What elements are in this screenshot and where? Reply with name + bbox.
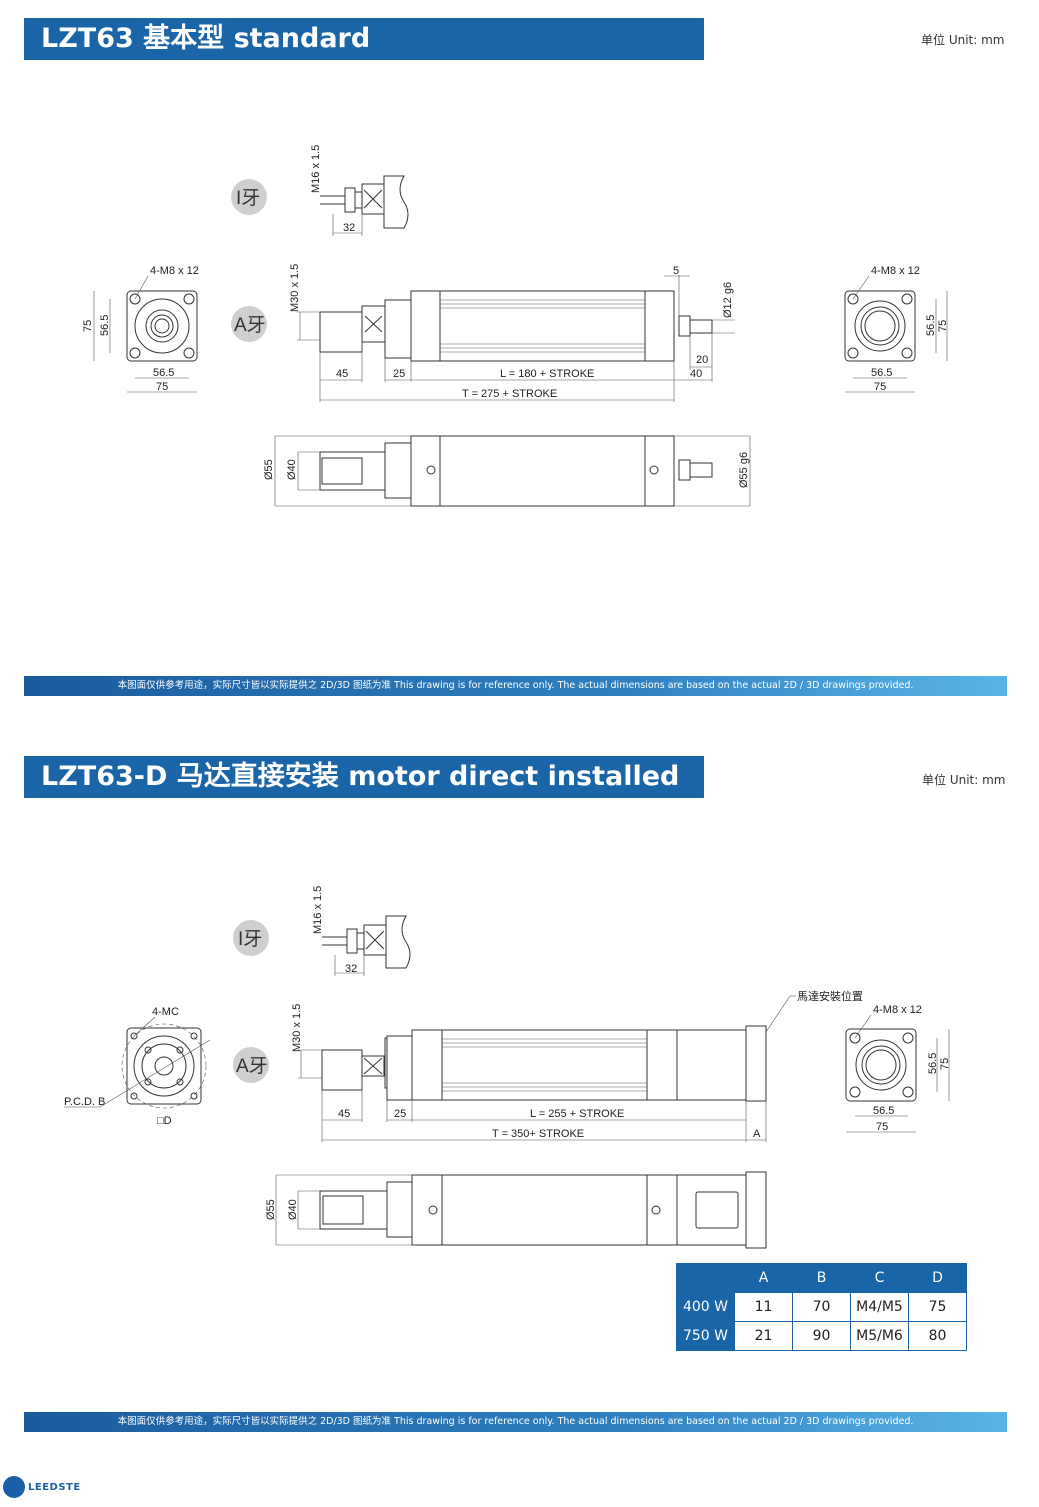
motor-spec-table: A B C D 400 W 11 70 M4/M5 75 750 W 21 90…: [676, 1263, 967, 1351]
dim-label: Ø55: [263, 459, 275, 480]
dim-label: Ø12 g6: [722, 282, 734, 318]
dim-label: 45: [338, 1108, 350, 1120]
table-header-row: A B C D: [676, 1263, 967, 1293]
table-cell: 90: [792, 1321, 851, 1351]
dim-label: 56.5: [927, 1053, 939, 1074]
disclaimer-banner: 本图面仅供参考用途，实际尺寸皆以实际提供之 2D/3D 图纸为准 This dr…: [24, 1412, 1007, 1432]
dim-label: Ø40: [286, 459, 298, 480]
dim-label: L = 255 + STROKE: [530, 1108, 624, 1120]
dim-label: 75: [939, 1058, 951, 1070]
dim-label: M30 x 1.5: [289, 264, 301, 312]
dim-label: 40: [690, 368, 702, 380]
table-cell: 21: [734, 1321, 793, 1351]
dim-label: 25: [394, 1108, 406, 1120]
table-cell: 80: [908, 1321, 967, 1351]
table-cell: M4/M5: [850, 1292, 909, 1322]
dim-label: 75: [82, 320, 94, 332]
table-cell: 750 W: [676, 1321, 735, 1351]
dim-label: 75: [874, 381, 886, 393]
rear-end-view: 4-M8 x 12 56.5 75 56.5 75: [844, 265, 949, 393]
top-view: Ø55 Ø40 Ø55 g6: [263, 435, 751, 507]
dim-label: Ø55: [265, 1199, 277, 1220]
drawing-motor-direct: I牙 A牙 32 M16 x 1.5 馬達安裝位置 M30 x 1.5 45 2…: [64, 886, 951, 1249]
dim-label: 75: [937, 320, 949, 332]
i-thread-view: 32 M16 x 1.5: [310, 145, 409, 236]
dim-label: 75: [876, 1121, 888, 1133]
thread-badge: [231, 306, 267, 342]
dim-label: 45: [336, 368, 348, 380]
top-view: Ø55 Ø40: [265, 1171, 767, 1249]
logo-icon: [3, 1476, 25, 1498]
table-header: A: [734, 1263, 793, 1293]
dim-label: Ø55 g6: [738, 452, 750, 488]
table-cell: M5/M6: [850, 1321, 909, 1351]
table-row: 750 W 21 90 M5/M6 80: [676, 1321, 967, 1351]
dim-label: M30 x 1.5: [291, 1004, 303, 1052]
front-end-view: 4-M8 x 12 56.5 75 75 56.5: [82, 265, 199, 393]
dim-label: L = 180 + STROKE: [500, 368, 594, 380]
badge-label: I牙: [238, 929, 262, 950]
dim-label: 4-MC: [152, 1006, 179, 1018]
table-cell: 400 W: [676, 1292, 735, 1322]
table-header: D: [908, 1263, 967, 1293]
dim-label: 4-M8 x 12: [150, 265, 199, 277]
table-cell: 11: [734, 1292, 793, 1322]
dim-label: 56.5: [873, 1105, 894, 1117]
thread-badge: [231, 179, 267, 215]
annotation-label: 馬達安裝位置: [797, 989, 863, 1003]
thread-badge: [233, 920, 269, 956]
dim-label: 20: [696, 354, 708, 366]
dim-label: T = 350+ STROKE: [492, 1128, 584, 1140]
thread-badge: [233, 1047, 269, 1083]
side-view: 馬達安裝位置 M30 x 1.5 45 25 L = 255 + STROKE …: [291, 989, 863, 1142]
dim-label: 56.5: [99, 315, 111, 336]
dim-label: 4-M8 x 12: [873, 1004, 922, 1016]
dim-label: 5: [673, 265, 679, 277]
dim-label: 4-M8 x 12: [871, 265, 920, 277]
dim-label: 32: [343, 222, 355, 234]
dim-label: □D: [157, 1115, 172, 1127]
badge-label: A牙: [234, 315, 266, 336]
dim-label: M16 x 1.5: [310, 145, 322, 193]
table-header: [676, 1263, 735, 1293]
side-view: M30 x 1.5 45 25 L = 180 + STROKE 40 20 T…: [289, 264, 735, 402]
badge-label: A牙: [236, 1056, 268, 1077]
brand-logo: LEEDSTE: [3, 1476, 81, 1498]
dim-label: 25: [393, 368, 405, 380]
section-title: LZT63 基本型 standard: [24, 18, 704, 60]
motor-flange-view: 4-MC P.C.D. B □D: [64, 1006, 211, 1127]
dim-label: A: [753, 1128, 761, 1140]
dim-label: 56.5: [153, 367, 174, 379]
drawing-standard: I牙 A牙 32 M16 x 1.5 M30 x 1.5 45 25 L = 1…: [82, 145, 949, 507]
dim-label: P.C.D. B: [64, 1096, 105, 1108]
table-cell: 70: [792, 1292, 851, 1322]
dim-label: Ø40: [287, 1199, 299, 1220]
table-row: 400 W 11 70 M4/M5 75: [676, 1292, 967, 1322]
table-header: B: [792, 1263, 851, 1293]
i-thread-view: 32 M16 x 1.5: [312, 886, 411, 976]
dim-label: M16 x 1.5: [312, 886, 324, 934]
badge-label: I牙: [236, 188, 260, 209]
dim-label: 32: [345, 963, 357, 975]
dim-label: 56.5: [871, 367, 892, 379]
rear-end-view: 4-M8 x 12 56.5 75 56.5 75: [845, 1004, 951, 1133]
dim-label: 56.5: [925, 315, 937, 336]
unit-label: 单位 Unit: mm: [922, 773, 1006, 787]
table-header: C: [850, 1263, 909, 1293]
table-cell: 75: [908, 1292, 967, 1322]
dim-label: 75: [156, 381, 168, 393]
disclaimer-banner: 本图面仅供参考用途，实际尺寸皆以实际提供之 2D/3D 图纸为准 This dr…: [24, 676, 1007, 696]
dim-label: T = 275 + STROKE: [462, 388, 557, 400]
section-title: LZT63-D 马达直接安装 motor direct installed: [24, 756, 704, 798]
unit-label: 单位 Unit: mm: [921, 33, 1005, 47]
logo-text: LEEDSTE: [28, 1481, 81, 1493]
